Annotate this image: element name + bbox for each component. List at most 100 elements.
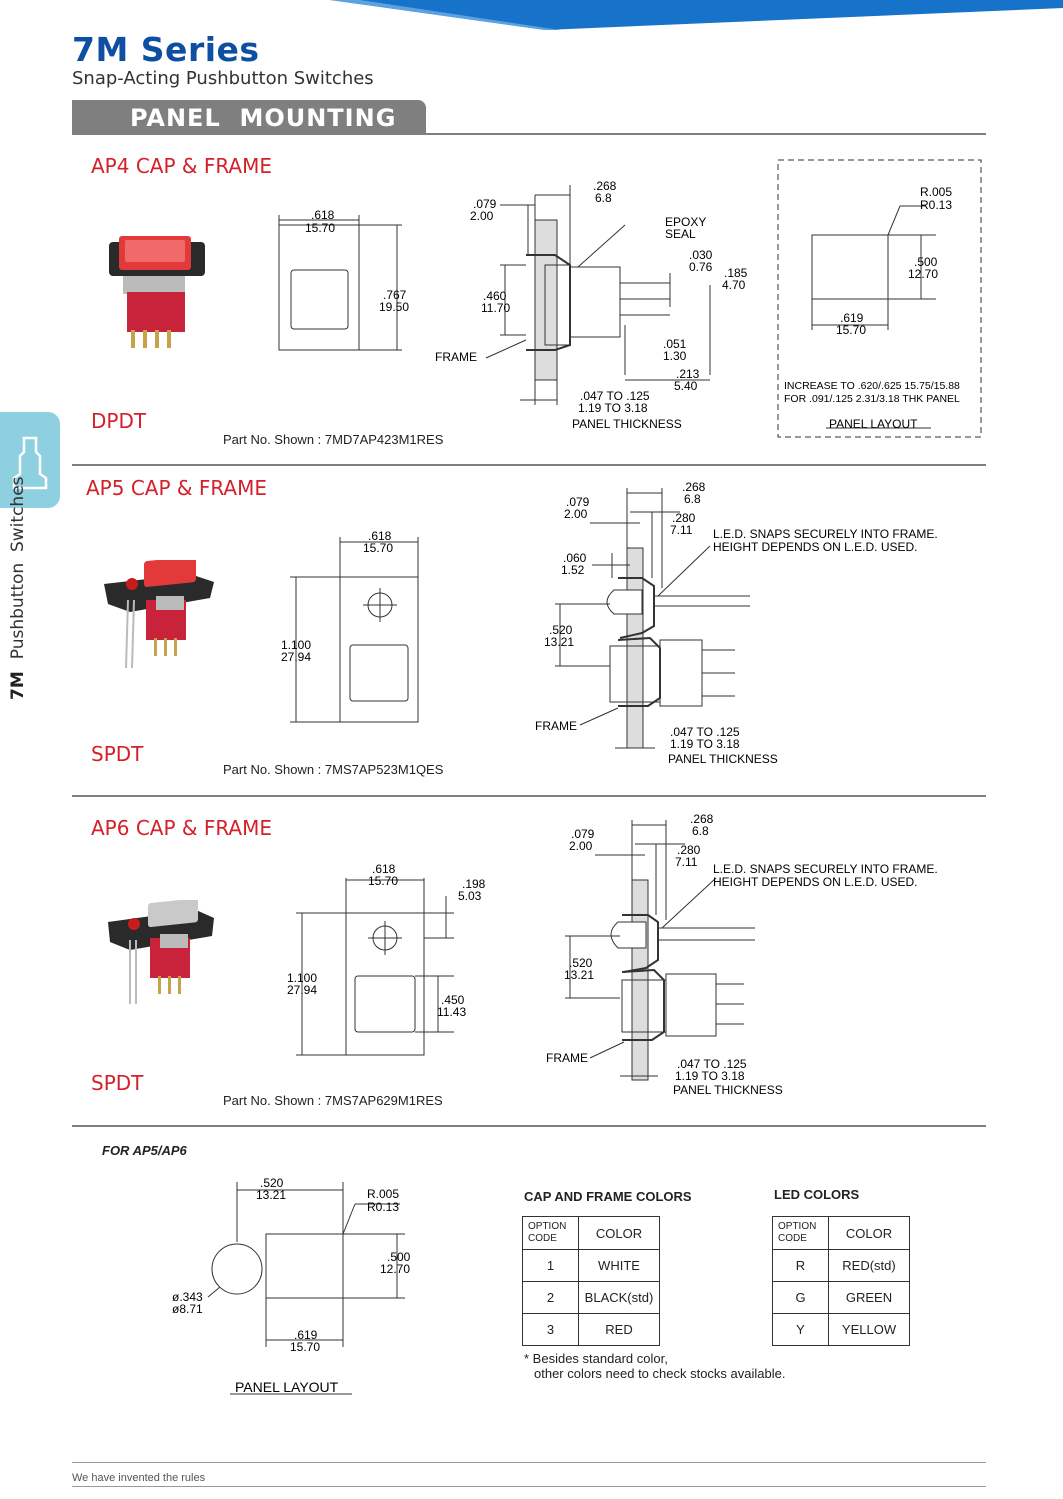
ap5-thick-in: .047 TO .125 [670,725,740,739]
ap6-h-in: 1.100 [287,971,317,985]
section-ap5-title: AP5 CAP & FRAME [86,476,268,500]
ap6-d520-mm: 13.21 [564,968,594,982]
led-head-color: COLOR [828,1216,910,1250]
ap4-d030-mm: 0.76 [689,260,713,274]
bl-d520-mm: 13.21 [256,1188,286,1202]
divider-3 [72,1125,986,1127]
section-ap5-pole: SPDT [91,742,144,766]
ap5-d280-mm: 7.11 [670,523,693,537]
page-subtitle: Snap-Acting Pushbutton Switches [72,68,374,89]
ap4-layout-w-mm: 15.70 [836,323,866,337]
ap6-front-view: .618 15.70 .198 5.03 1.100 27.94 .450 11… [287,862,486,1056]
ap4-panel-layout: R.005 R0.13 .500 12.70 .619 15.70 INCREA… [777,159,982,438]
table-row: Y YELLOW [772,1313,910,1346]
ap6-d280-mm: 7.11 [675,855,698,869]
cap-color-2: BLACK(std) [578,1281,660,1314]
ap4-product-photo [109,236,205,348]
ap4-layout-h-mm: 12.70 [908,267,938,281]
ap4-layout-r-in: R.005 [920,185,952,199]
ap6-d268-in: .268 [690,812,714,826]
bl-w-in: .619 [294,1328,318,1342]
section-banner [72,100,426,134]
ap6-d268-mm: 6.8 [692,824,709,838]
ap4-d051-in: .051 [663,337,687,351]
ap6-d280-in: .280 [677,843,701,857]
section-ap4-partno: Part No. Shown : 7MD7AP423M1RES [223,432,444,447]
ap4-d185-in: .185 [724,266,748,280]
ap4-front-view: .618 15.70 .767 19.50 [278,208,409,351]
bl-label: PANEL LAYOUT [235,1379,339,1395]
footer-rule [72,1462,986,1463]
ap5-front-view: .618 15.70 1.100 27.94 [281,529,419,723]
color-note: * Besides standard color, other colors n… [524,1351,785,1381]
ap5-d060-mm: 1.52 [561,563,585,577]
ap5-d520-mm: 13.21 [544,635,574,649]
led-color-1: RED(std) [828,1249,910,1282]
table-row: 1 WHITE [522,1249,660,1282]
ap5-led-2: HEIGHT DEPENDS ON L.E.D. USED. [713,540,918,554]
led-code-2: G [772,1281,829,1314]
footer-tagline: We have invented the rules [72,1472,206,1484]
ap6-d450-in: .450 [441,993,465,1007]
ap6-thick-in: .047 TO .125 [677,1057,747,1071]
ap4-h-in: .767 [383,288,407,302]
ap4-layout-r-mm: R0.13 [920,198,952,212]
cap-head-color: COLOR [578,1216,660,1250]
bl-r-in: R.005 [367,1187,399,1201]
bl-r-mm: R0.13 [367,1200,399,1214]
ap5-led-1: L.E.D. SNAPS SECURELY INTO FRAME. [713,527,938,541]
ap4-d213-in: .213 [676,367,700,381]
ap4-frame: FRAME [435,350,477,364]
section-ap6-partno: Part No. Shown : 7MS7AP629M1RES [223,1093,443,1108]
ap4-h-mm: 19.50 [379,300,409,314]
ap6-d198-mm: 5.03 [458,889,482,903]
table-row: 2 BLACK(std) [522,1281,660,1314]
ap6-frame: FRAME [546,1051,588,1065]
ap6-product-photo [108,900,214,1004]
ap4-thick-label: PANEL THICKNESS [572,417,682,431]
section-ap4-title: AP4 CAP & FRAME [91,154,273,178]
table-row: G GREEN [772,1281,910,1314]
ap4-d268-in: .268 [593,179,617,193]
color-note-2: other colors need to check stocks availa… [534,1366,786,1381]
ap6-thick-mm: 1.19 TO 3.18 [675,1069,745,1083]
ap5-w-mm: 15.70 [363,541,393,555]
cap-code-2: 2 [522,1281,579,1314]
ap4-epoxy-1: EPOXY [665,215,706,229]
ap6-d450-mm: 11.43 [437,1005,466,1019]
ap4-thick-mm: 1.19 TO 3.18 [578,401,648,415]
side-tab [0,412,60,508]
ap5-side-view: .268 6.8 .079 2.00 .280 7.11 L.E.D. SNAP… [535,480,938,766]
led-code-1: R [772,1249,829,1282]
ap4-d460-mm: 11.70 [481,301,510,315]
ap4-d460-in: .460 [483,289,507,303]
bl-dia-mm: ø8.71 [172,1302,203,1316]
ap5-h-in: 1.100 [281,638,311,652]
ap4-d079-mm: 2.00 [470,209,494,223]
side-tab-label: 7MPushbutton Switches [8,476,28,700]
ap4-layout-label: PANEL LAYOUT [829,417,918,431]
ap6-led-2: HEIGHT DEPENDS ON L.E.D. USED. [713,875,918,889]
ap4-d051-mm: 1.30 [663,349,687,363]
ap4-layout-w-in: .619 [840,311,864,325]
ap4-w-mm: 15.70 [305,221,335,235]
ap4-d185-mm: 4.70 [722,278,746,292]
ap4-w-in: .618 [311,208,335,222]
ap5-frame: FRAME [535,719,577,733]
led-table-caption: LED COLORS [774,1187,860,1202]
ap5-thick-label: PANEL THICKNESS [668,752,778,766]
ap4-d079-in: .079 [473,197,497,211]
divider-1 [72,464,986,466]
color-note-1: * Besides standard color, [524,1351,668,1366]
bottom-heading: FOR AP5/AP6 [102,1143,187,1158]
bl-w-mm: 15.70 [290,1340,320,1354]
pushbutton-icon [12,436,48,490]
ap4-layout-note-2: FOR .091/.125 2.31/3.18 THK PANEL [784,393,960,405]
bl-h-in: .500 [387,1250,411,1264]
cap-code-3: 3 [522,1313,579,1346]
side-series: 7M [8,671,28,700]
ap4-d213-mm: 5.40 [674,379,698,393]
led-color-2: GREEN [828,1281,910,1314]
banner-text: PANEL MOUNTING [130,104,397,132]
bl-dia-in: ø.343 [172,1290,203,1304]
